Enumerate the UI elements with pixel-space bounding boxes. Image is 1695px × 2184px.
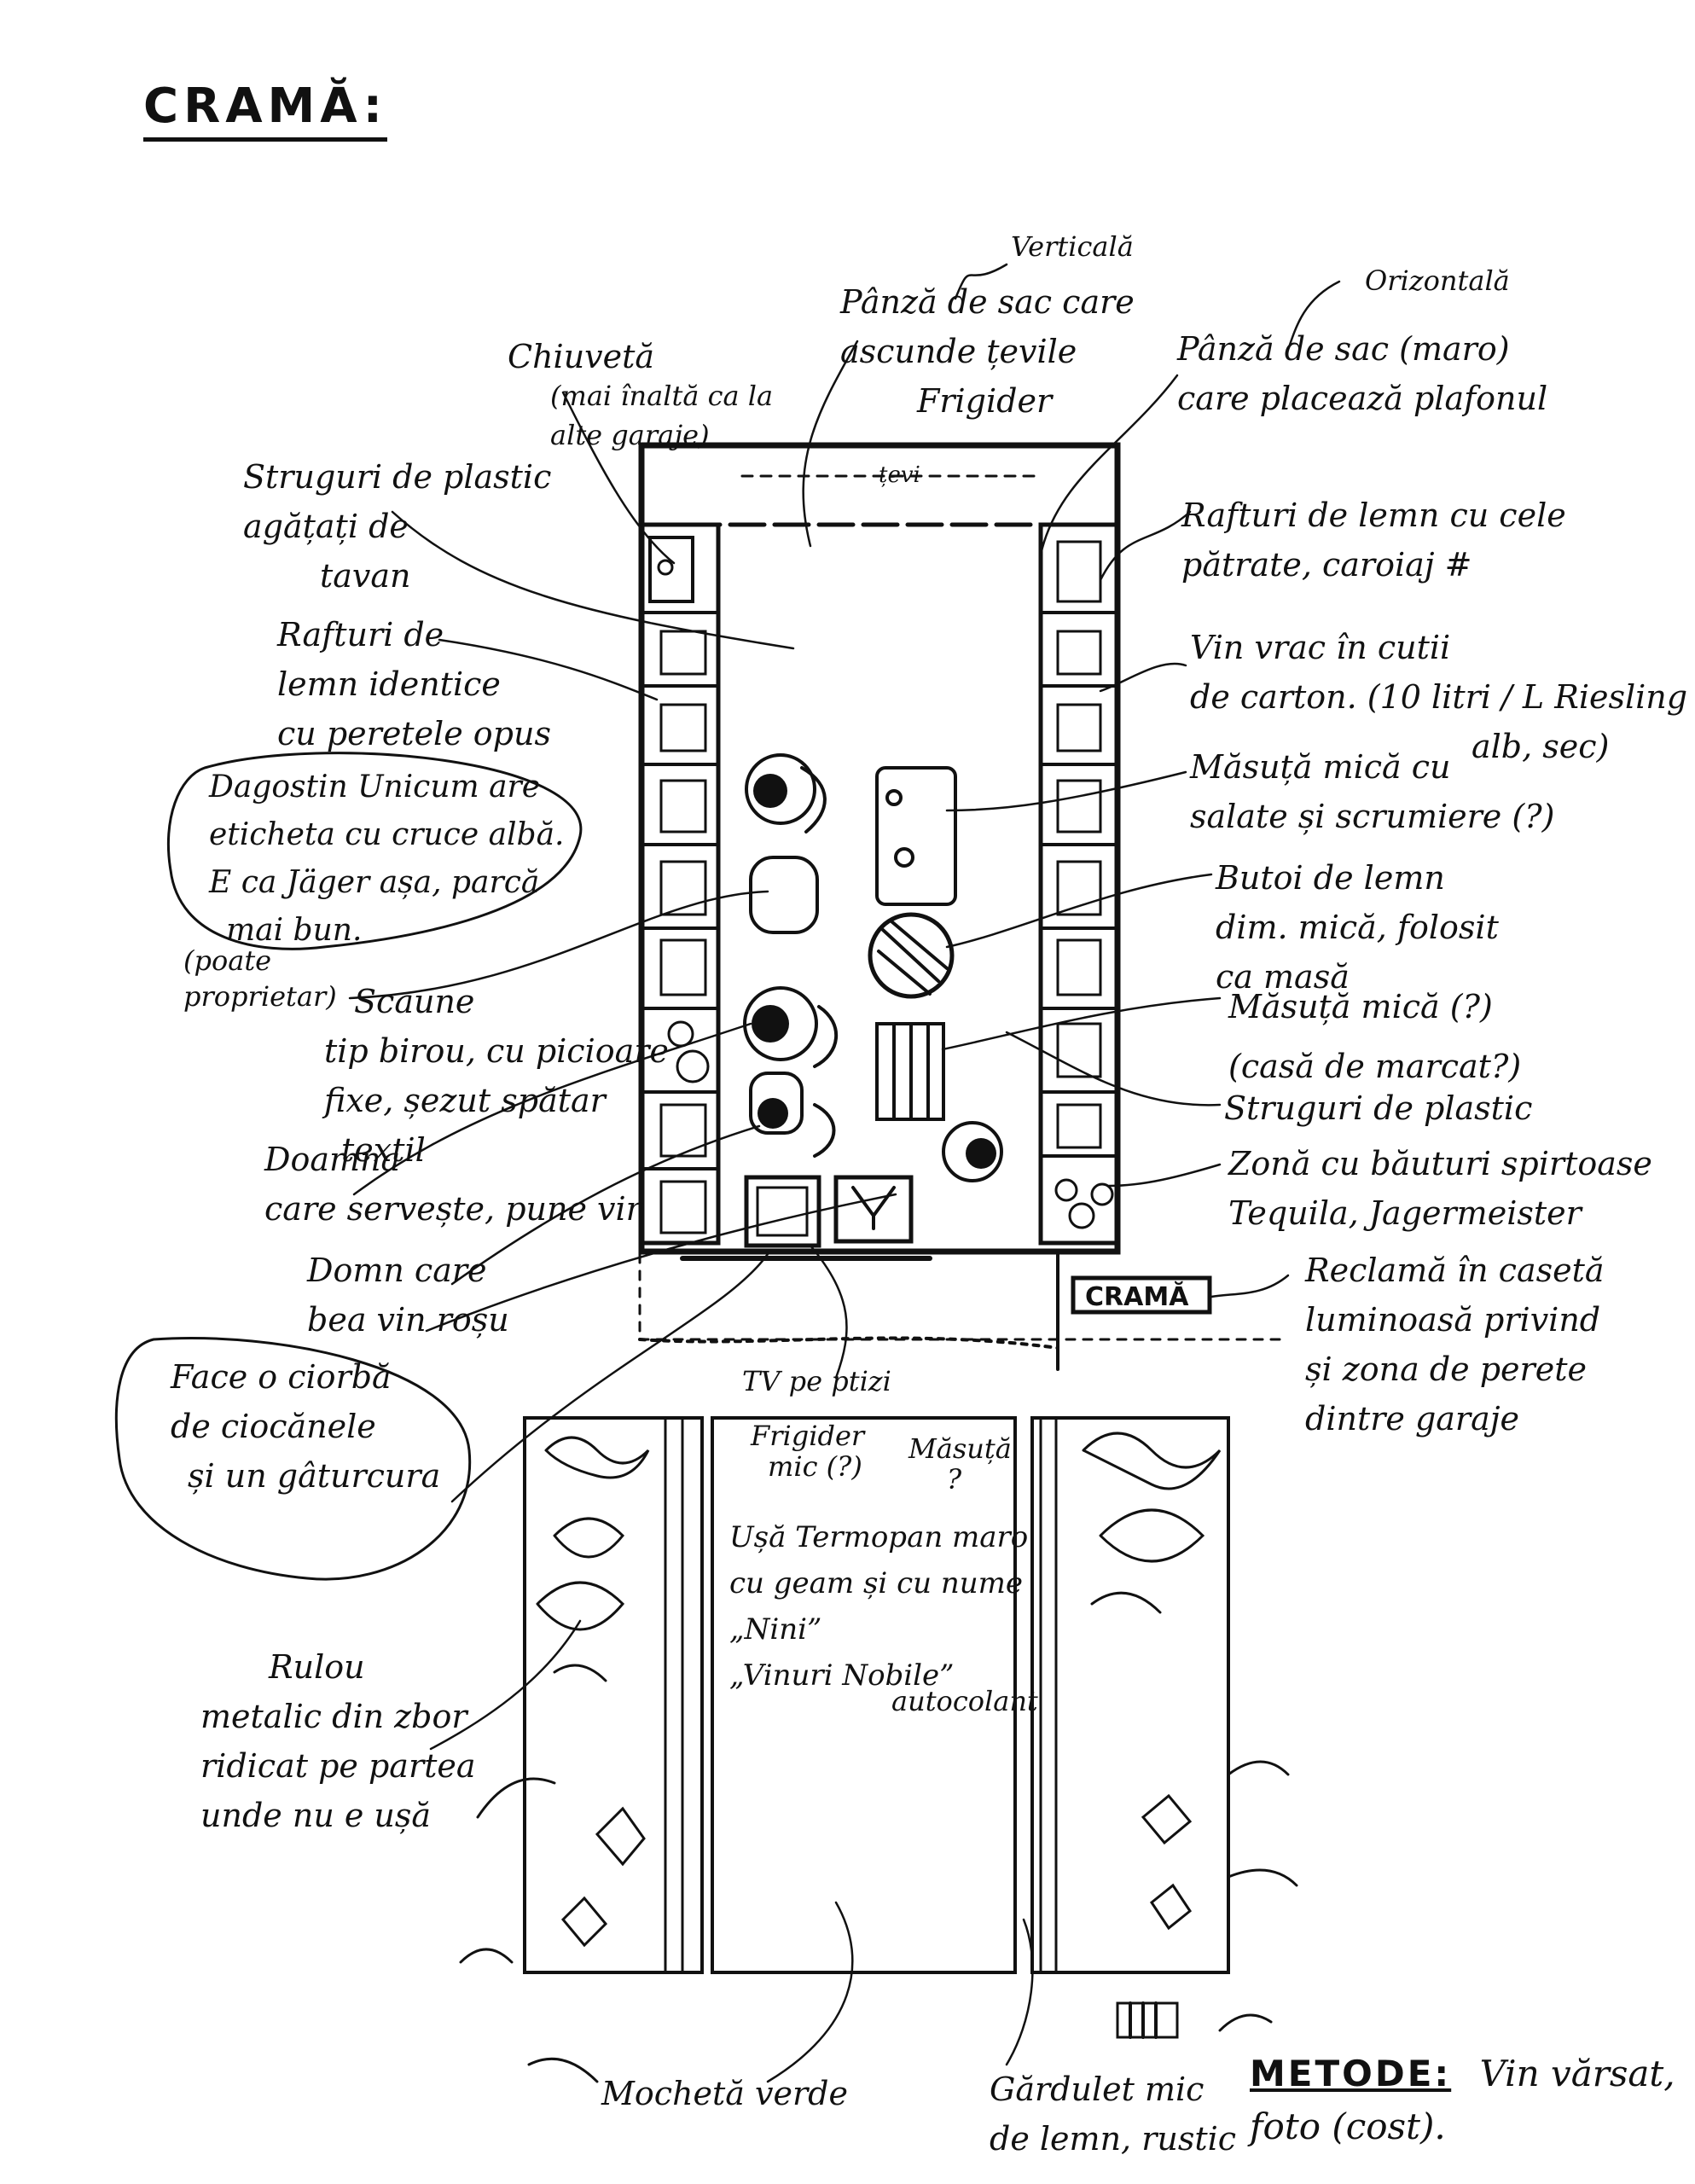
label-masuta-mica-2: Măsuță mică (?)(casă de marcat?): [1228, 988, 1522, 1085]
room-outline: [638, 442, 1121, 1255]
label-struguri-plastic: Struguri de plastic: [1224, 1089, 1533, 1127]
right-shelves: [1038, 522, 1120, 1246]
left-shelves: [639, 522, 721, 1246]
left-strip: [523, 1416, 704, 1974]
person-head: [966, 1138, 996, 1169]
label-verticala: Verticală: [1011, 230, 1134, 263]
label-orizontala: Orizontală: [1365, 264, 1510, 297]
label-autocolant: autocolant: [891, 1685, 1038, 1717]
barrel: [868, 912, 955, 999]
sign-text: CRAMĂ: [1085, 1281, 1189, 1312]
label-panza-orizontala: Pânză de sac (maro)care placează plafonu…: [1177, 330, 1548, 417]
sink: [648, 536, 694, 603]
fence: [1116, 2001, 1179, 2039]
label-masuta-q: Măsuță?: [908, 1432, 1012, 1496]
methods-label: METODE:: [1250, 2053, 1452, 2094]
label-mocheta: Mochetă verde: [601, 2075, 848, 2112]
plants: [459, 1432, 1298, 2083]
label-tv: TV pe ptizi: [742, 1365, 891, 1397]
small-table: [875, 766, 957, 906]
chair: [749, 1072, 804, 1135]
person-head: [758, 1098, 788, 1129]
page-title: CRAMĂ:: [143, 78, 388, 142]
methods-text-1: Vin vărsat,: [1479, 2053, 1675, 2094]
door-area: [711, 1416, 1017, 1974]
pipes-label: țevi: [879, 462, 920, 488]
methods-note: METODE: Vin vărsat, foto (cost).: [1250, 2048, 1675, 2153]
speech-bubble-ciorba: [114, 1337, 472, 1581]
sign-box: [1071, 1275, 1212, 1315]
speech-bubble-dagostin: [166, 752, 583, 950]
right-strip: [1030, 1416, 1230, 1974]
chair: [749, 856, 819, 934]
methods-text-2: foto (cost).: [1250, 2106, 1446, 2147]
person-head: [753, 774, 787, 808]
counter: [833, 1175, 914, 1244]
leader-lines: [348, 263, 1341, 2083]
person-head: [752, 1005, 789, 1043]
